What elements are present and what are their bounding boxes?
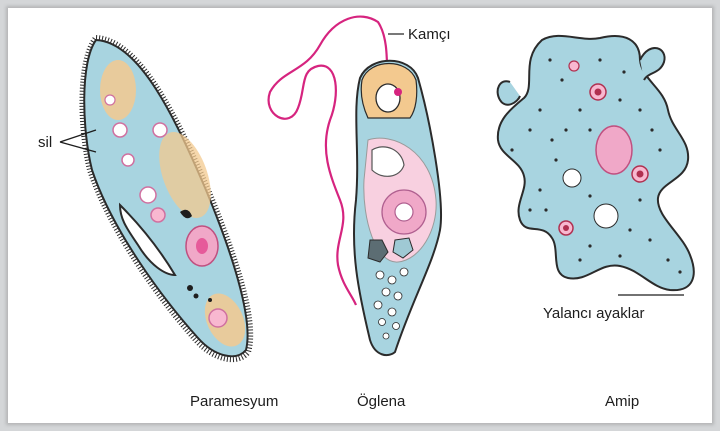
paramecium-particle <box>187 285 193 291</box>
paramecium <box>82 38 253 359</box>
paramecium-vacuole <box>153 123 167 137</box>
euglena-nucleolus <box>395 203 413 221</box>
caption-oglena: Öglena <box>357 392 406 410</box>
amoeba-food-vacuole <box>569 61 579 71</box>
euglena-reservoir <box>376 84 400 112</box>
paramecium-orange-top <box>100 60 136 120</box>
amoeba-vacuole <box>563 169 581 187</box>
label-yalanci-ayaklar: Yalancı ayaklar <box>543 305 644 322</box>
amoeba-food-vacuole-core <box>637 171 644 178</box>
paramecium-vacuole <box>105 95 115 105</box>
amoeba-body <box>498 36 694 290</box>
paramecium-vacuole <box>151 208 165 222</box>
amoeba-pseudopod <box>498 81 520 105</box>
caption-amip: Amip <box>605 393 639 410</box>
paramecium-particle <box>194 294 199 299</box>
label-sil: sil <box>38 134 52 151</box>
amoeba <box>498 36 694 290</box>
paramecium-vacuole <box>140 187 156 203</box>
amoeba-vacuole <box>594 204 618 228</box>
euglena-eyespot <box>394 88 402 96</box>
euglena <box>269 17 441 356</box>
yalanci-ayaklar-callout: Yalancı ayaklar <box>543 295 684 322</box>
label-kamci: Kamçı <box>408 26 451 43</box>
amoeba-food-vacuole-core <box>595 89 602 96</box>
kamci-callout: Kamçı <box>388 26 451 43</box>
paramecium-nucleolus <box>196 238 208 254</box>
amoeba-food-vacuole-core <box>563 225 569 231</box>
paramecium-vacuole <box>209 309 227 327</box>
paramecium-vacuole <box>113 123 127 137</box>
amoeba-nucleus <box>596 126 632 174</box>
amoeba-pseudopod <box>640 48 665 80</box>
paramecium-vacuole <box>122 154 134 166</box>
caption-paramesyum: Paramesyum <box>190 393 278 410</box>
paramecium-particle <box>208 298 212 302</box>
